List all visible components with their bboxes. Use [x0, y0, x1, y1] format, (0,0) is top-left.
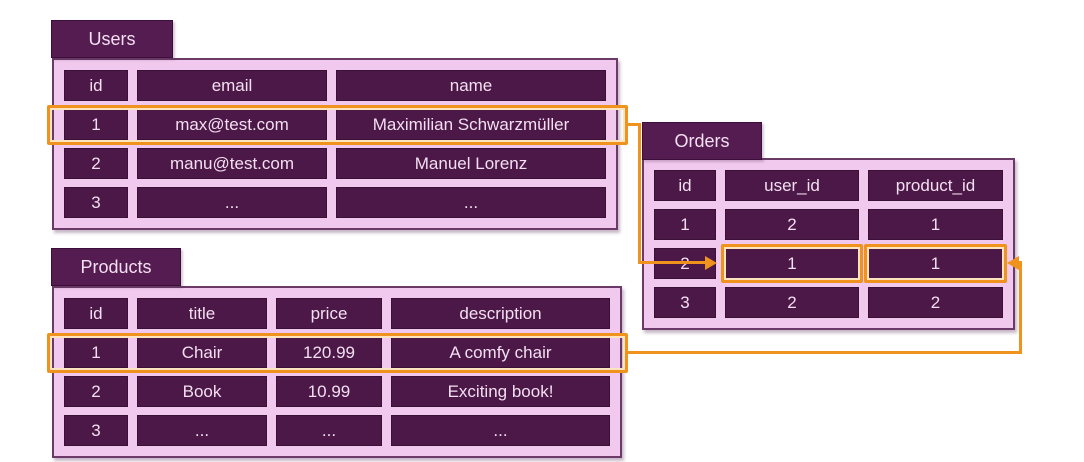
users-to-orders-connector-segment	[638, 123, 641, 264]
orders-row2-product-id: 1	[868, 248, 1003, 279]
orders-row3-id: 3	[654, 287, 716, 318]
users-row-2: 2 manu@test.com Manuel Lorenz	[64, 148, 606, 179]
users-to-orders-arrowhead-icon	[705, 256, 717, 270]
products-row3-description: ...	[391, 415, 610, 446]
products-row2-title: Book	[137, 376, 267, 407]
orders-row3-user-id: 2	[725, 287, 859, 318]
products-col-header-title: title	[137, 298, 267, 329]
orders-header-row: id user_id product_id	[654, 170, 1003, 201]
users-row1-name: Maximilian Schwarzmüller	[336, 109, 606, 140]
users-row3-name: ...	[336, 187, 606, 218]
users-row1-email: max@test.com	[137, 109, 327, 140]
products-row-2: 2 Book 10.99 Exciting book!	[64, 376, 610, 407]
users-col-header-email: email	[137, 70, 327, 101]
users-row3-email: ...	[137, 187, 327, 218]
users-row2-email: manu@test.com	[137, 148, 327, 179]
products-to-orders-arrowhead-icon	[1007, 256, 1019, 270]
products-row3-price: ...	[276, 415, 382, 446]
products-header-row: id title price description	[64, 298, 610, 329]
products-row2-price: 10.99	[276, 376, 382, 407]
orders-row1-id: 1	[654, 209, 716, 240]
products-to-orders-connector-segment	[1019, 261, 1022, 354]
products-col-header-description: description	[391, 298, 610, 329]
users-row3-id: 3	[64, 187, 128, 218]
users-header-row: id email name	[64, 70, 606, 101]
products-row1-description: A comfy chair	[391, 337, 610, 368]
products-to-orders-connector-segment	[628, 351, 1022, 354]
users-row1-id: 1	[64, 109, 128, 140]
users-table: id email name 1 max@test.com Maximilian …	[52, 58, 618, 230]
users-col-header-id: id	[64, 70, 128, 101]
users-to-orders-connector-segment	[628, 123, 641, 126]
products-row2-description: Exciting book!	[391, 376, 610, 407]
products-row1-id: 1	[64, 337, 128, 368]
products-col-header-id: id	[64, 298, 128, 329]
orders-row1-user-id: 2	[725, 209, 859, 240]
users-row-3: 3 ... ...	[64, 187, 606, 218]
orders-row1-product-id: 1	[868, 209, 1003, 240]
users-table-title: Users	[51, 20, 173, 58]
users-col-header-name: name	[336, 70, 606, 101]
products-row2-id: 2	[64, 376, 128, 407]
orders-col-header-user-id: user_id	[725, 170, 859, 201]
orders-col-header-id: id	[654, 170, 716, 201]
orders-row2-user-id: 1	[725, 248, 859, 279]
products-row3-title: ...	[137, 415, 267, 446]
products-table: id title price description 1 Chair 120.9…	[52, 286, 622, 458]
products-row1-price: 120.99	[276, 337, 382, 368]
orders-col-header-product-id: product_id	[868, 170, 1003, 201]
orders-table: id user_id product_id 1 2 1 2 1 1 3 2 2	[642, 158, 1015, 330]
users-to-orders-connector-segment	[638, 261, 705, 264]
products-table-title: Products	[51, 248, 181, 286]
orders-row3-product-id: 2	[868, 287, 1003, 318]
users-row2-name: Manuel Lorenz	[336, 148, 606, 179]
products-row1-title: Chair	[137, 337, 267, 368]
users-row-1: 1 max@test.com Maximilian Schwarzmüller	[64, 109, 606, 140]
orders-table-title: Orders	[642, 122, 762, 160]
orders-row-1: 1 2 1	[654, 209, 1003, 240]
orders-row-3: 3 2 2	[654, 287, 1003, 318]
products-col-header-price: price	[276, 298, 382, 329]
products-row3-id: 3	[64, 415, 128, 446]
users-row2-id: 2	[64, 148, 128, 179]
products-row-1: 1 Chair 120.99 A comfy chair	[64, 337, 610, 368]
products-row-3: 3 ... ... ...	[64, 415, 610, 446]
